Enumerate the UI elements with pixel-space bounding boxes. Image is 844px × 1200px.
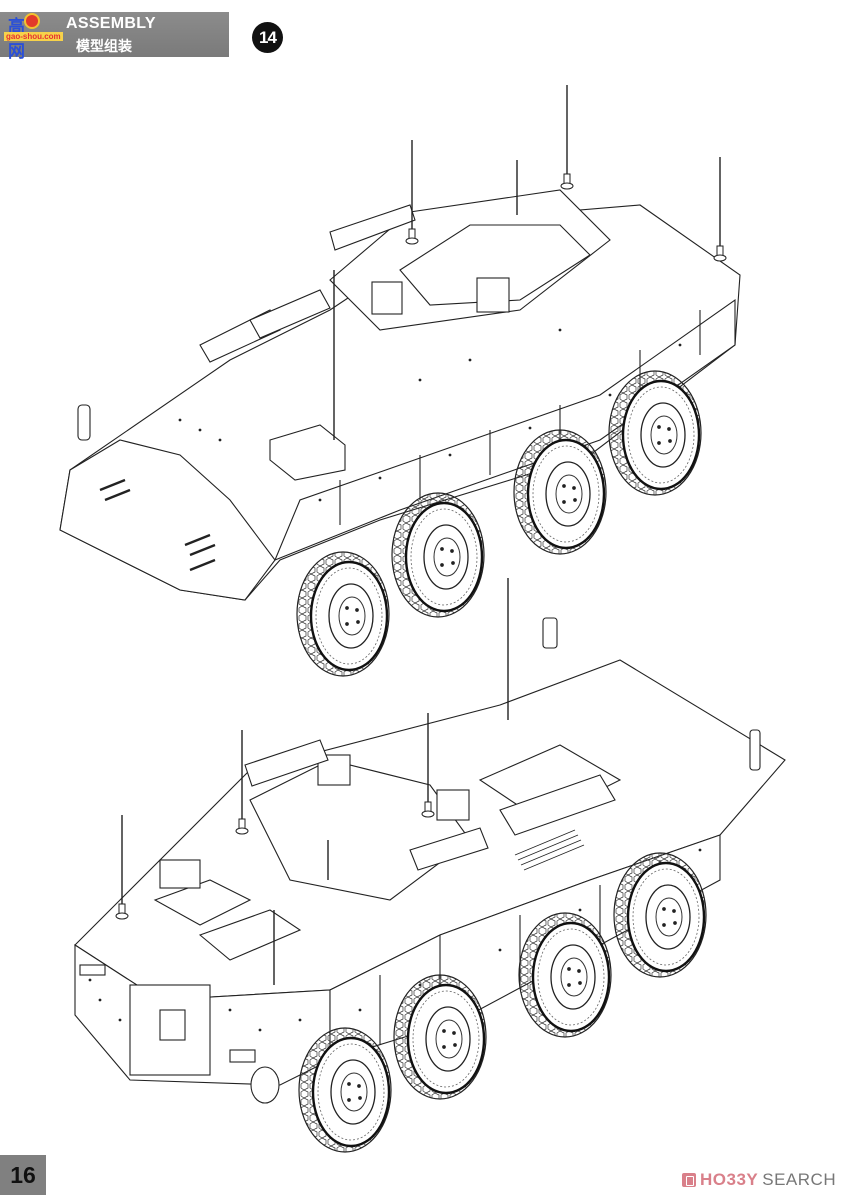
- step-number-badge: 14: [252, 22, 283, 53]
- hobby-search-watermark: HO33Y SEARCH: [682, 1170, 836, 1190]
- hobby-brand-text: HO33Y: [700, 1170, 759, 1189]
- section-title: ASSEMBLY: [66, 15, 156, 32]
- page-number: 16: [10, 1161, 36, 1188]
- site-watermark: 高网 gao-shou.com: [4, 12, 66, 62]
- hobby-search-logo-icon: [682, 1173, 696, 1187]
- page-number-box: 16: [0, 1155, 46, 1195]
- vehicle-rear-view: [74, 578, 786, 1154]
- mascot-icon: [24, 13, 40, 29]
- vehicle-front-view: [59, 84, 741, 678]
- watermark-url: gao-shou.com: [4, 32, 63, 41]
- hobby-search-text: SEARCH: [762, 1170, 837, 1189]
- section-subtitle: 模型组装: [76, 39, 132, 55]
